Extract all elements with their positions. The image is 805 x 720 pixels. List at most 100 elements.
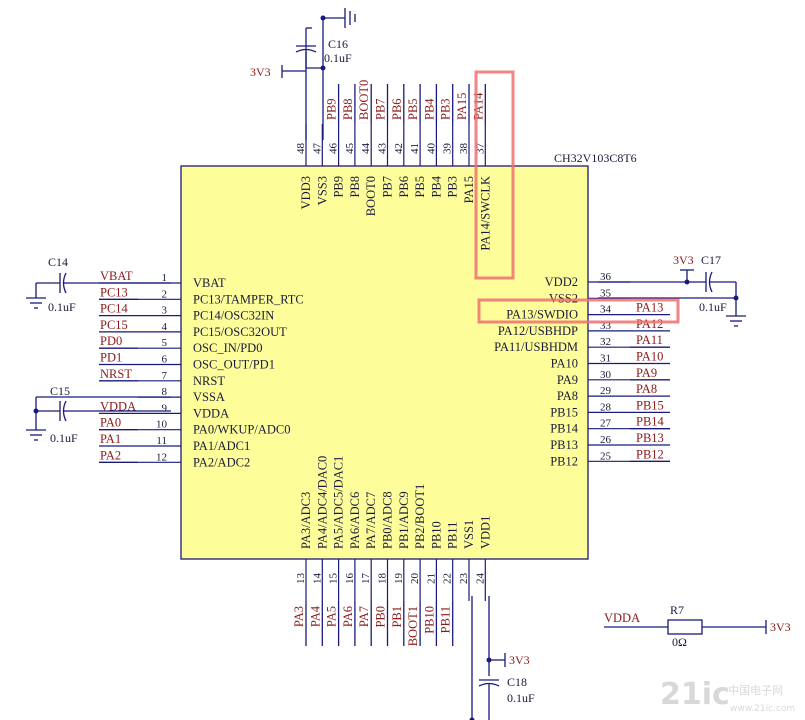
net-label: PB0	[374, 606, 388, 628]
svg-text:www.21ic.com: www.21ic.com	[730, 704, 795, 714]
net-label: PB7	[374, 98, 388, 120]
pin-number: 18	[377, 573, 389, 585]
pin-number: 13	[295, 573, 307, 585]
net-label: PB10	[422, 606, 436, 634]
net-label: PB1	[390, 606, 404, 628]
pin-number: 41	[409, 143, 421, 154]
net-label: PA14	[471, 92, 485, 120]
net-label: PB12	[636, 447, 664, 461]
pin-number: 3	[162, 305, 168, 317]
pin-name: PA3/ADC3	[299, 492, 313, 549]
pin-name: OSC_OUT/PD1	[193, 358, 275, 372]
pin-name: OSC_IN/PD0	[193, 341, 262, 355]
pin-name: PA7/ADC7	[364, 492, 378, 549]
pin-name: PA6/ADC6	[348, 492, 362, 549]
net-label: PD1	[100, 351, 122, 365]
svg-text:中国电子网: 中国电子网	[728, 684, 783, 697]
pin-number: 48	[295, 143, 307, 155]
net-label: PA10	[636, 350, 663, 364]
pin-number: 32	[600, 336, 611, 348]
net-label: PA8	[636, 382, 657, 396]
pin-name: PC13/TAMPER_RTC	[193, 292, 304, 306]
pin-number: 21	[425, 573, 437, 584]
pin-name: PB7	[381, 176, 395, 198]
pin-number: 20	[409, 573, 421, 585]
pin-name: PB10	[429, 521, 443, 549]
c14-capacitor-circuit: C14 0.1uF	[26, 255, 171, 314]
net-label: PC13	[100, 285, 128, 299]
pin-number: 24	[474, 573, 486, 585]
pin-name: PA10	[551, 357, 578, 371]
pin-name: PB5	[413, 176, 427, 198]
c14-ref: C14	[48, 255, 68, 269]
pin-name: PA2/ADC2	[193, 455, 250, 469]
pin-name: VDDA	[193, 406, 229, 420]
pin-name: PA1/ADC1	[193, 439, 250, 453]
pin-name: PA15	[462, 176, 476, 203]
pin-name: VSS3	[315, 176, 329, 205]
pin-name: PB14	[550, 422, 579, 436]
r7-left-net: VDDA	[604, 611, 640, 625]
chip-body	[180, 165, 589, 560]
net-label: PB4	[422, 98, 436, 120]
c18-power-label: 3V3	[509, 653, 530, 667]
swdio-highlight-box	[477, 298, 680, 324]
pin-name: PB6	[397, 176, 411, 198]
pin-number: 46	[328, 143, 340, 155]
pin-number: 8	[162, 386, 168, 398]
pin-number: 47	[311, 143, 323, 155]
pin-number: 36	[600, 271, 612, 283]
pin-name: PB2/BOOT1	[413, 484, 427, 549]
pin-number: 7	[162, 370, 168, 382]
net-label: PB15	[636, 398, 664, 412]
pin-number: 28	[600, 401, 612, 413]
pin-number: 15	[328, 573, 340, 585]
net-label: PB14	[636, 415, 665, 429]
pin-name: PB12	[550, 454, 578, 468]
pin-name: VSS2	[549, 291, 578, 305]
net-label: PB13	[636, 431, 664, 445]
pin-name: PB1/ADC9	[397, 491, 411, 549]
pin-name: PB3	[446, 176, 460, 198]
pin-number: 26	[600, 434, 612, 446]
pin-number: 12	[156, 451, 167, 463]
net-label: PB9	[325, 98, 339, 120]
r7-resistor-circuit: VDDA 3V3 R7 0Ω	[604, 603, 791, 649]
c15-capacitor-circuit: C15 0.1uF	[26, 384, 171, 445]
net-label: PD0	[100, 334, 122, 348]
pin-number: 31	[600, 353, 611, 365]
pin-name: PA4/ADC4/DAC0	[315, 456, 329, 549]
net-label: PB11	[439, 606, 453, 633]
pin-number: 33	[600, 320, 612, 332]
c17-capacitor-circuit: 3V3 C17 0.1uF	[598, 253, 746, 327]
pin-name: PB15	[550, 405, 578, 419]
pin-number: 37	[474, 143, 486, 155]
pin-number: 2	[162, 288, 168, 300]
net-label: VDDA	[100, 399, 136, 413]
pin-name: PA0/WKUP/ADC0	[193, 423, 290, 437]
r7-body	[667, 619, 703, 635]
pin-number: 23	[458, 573, 470, 585]
pin-name: PA8	[557, 389, 578, 403]
pin-number: 11	[156, 435, 167, 447]
net-label: PA12	[636, 317, 663, 331]
pin-number: 5	[162, 337, 168, 349]
pin-name: PB4	[429, 175, 443, 197]
pin-number: 22	[442, 573, 454, 584]
pin-name: VDD1	[478, 516, 492, 549]
pin-name: PC15/OSC32OUT	[193, 325, 287, 339]
pin-number: 6	[162, 354, 168, 366]
pin-number: 27	[600, 418, 612, 430]
c18-value: 0.1uF	[507, 691, 535, 705]
c16-capacitor-circuit: C16 0.1uF 3V3	[250, 8, 356, 140]
pin-number: 35	[600, 287, 612, 299]
net-label: PA15	[455, 93, 469, 120]
pin-name: PA9	[557, 373, 578, 387]
net-label: PA5	[325, 606, 339, 627]
pin-name: PA11/USBHDM	[494, 340, 578, 354]
c16-power-label: 3V3	[250, 65, 271, 79]
pin-number: 42	[393, 143, 405, 154]
